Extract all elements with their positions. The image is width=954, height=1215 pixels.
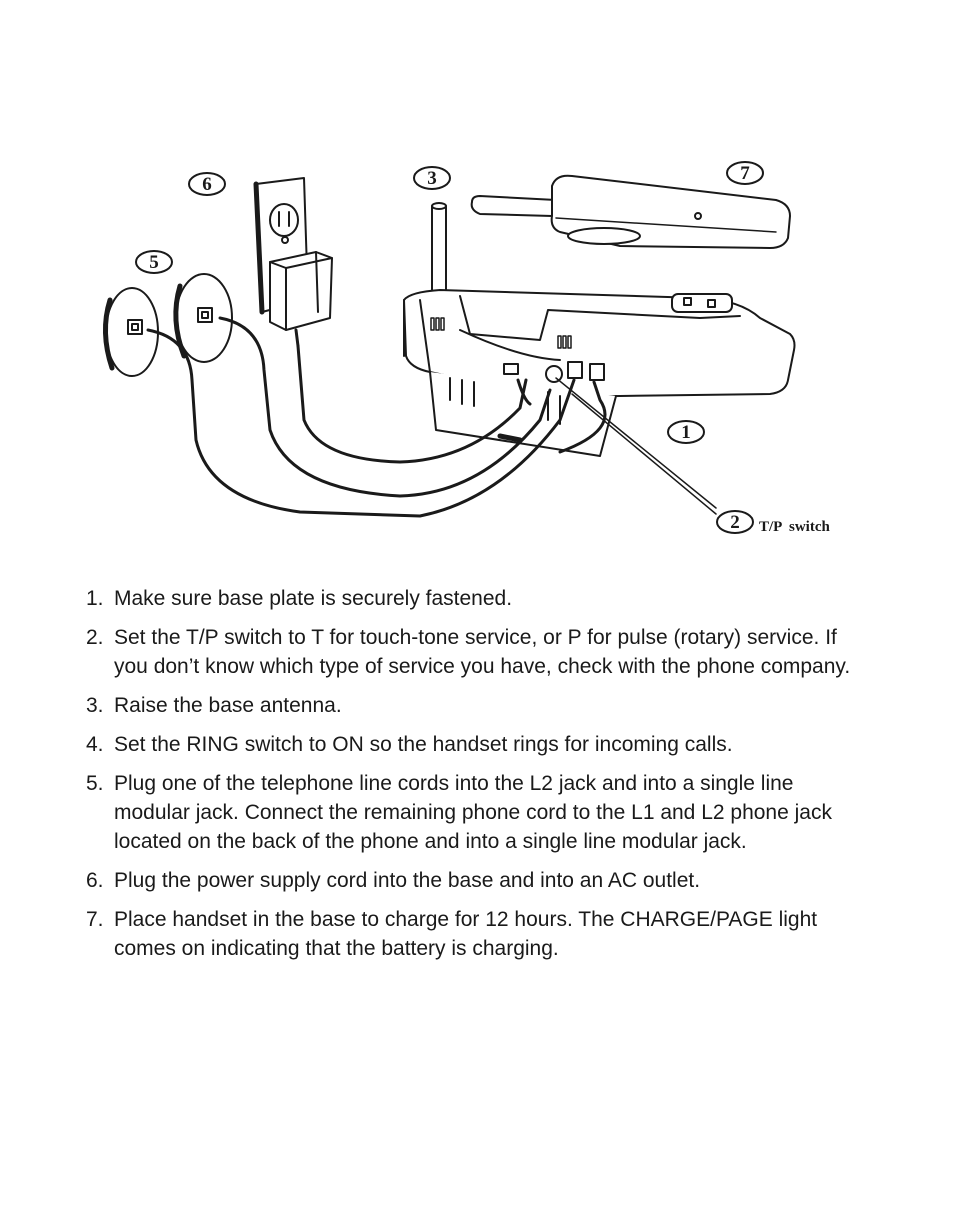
step-item: 6. Plug the power supply cord into the b… (86, 866, 866, 895)
callout-6-circle (188, 172, 226, 196)
step-item: 3. Raise the base antenna. (86, 691, 866, 720)
step-number: 6. (86, 869, 104, 892)
step-item: 7. Place handset in the base to charge f… (86, 905, 866, 963)
callout-2: 2 (730, 512, 740, 533)
step-text: Plug one of the telephone line cords int… (114, 772, 832, 853)
callout-5: 5 (149, 252, 159, 273)
callout-7-circle (726, 161, 764, 185)
installation-diagram: 6 5 3 7 1 2 T/P switch (102, 161, 830, 535)
step-item: 4. Set the RING switch to ON so the hand… (86, 730, 866, 759)
step-text: Set the RING switch to ON so the handset… (114, 733, 733, 756)
step-number: 7. (86, 908, 104, 931)
step-text: Make sure base plate is securely fastene… (114, 587, 513, 610)
phone-cords (146, 316, 607, 518)
callout-1-circle (667, 420, 705, 444)
power-adapter (269, 251, 333, 348)
step-text: Place handset in the base to charge for … (114, 908, 818, 960)
wall-jack-left (102, 287, 159, 377)
tp-switch-label: T/P switch (759, 519, 830, 535)
callout-3-circle (413, 166, 451, 190)
wall-jack-right (173, 273, 233, 363)
step-text: Plug the power supply cord into the base… (114, 869, 701, 892)
setup-steps-list: 1. Make sure base plate is securely fast… (86, 584, 866, 973)
step-number: 4. (86, 733, 104, 756)
callout-6: 6 (202, 174, 212, 195)
callout-leaders (555, 377, 717, 515)
step-number: 2. (86, 626, 104, 649)
callout-3: 3 (427, 168, 437, 189)
step-number: 1. (86, 587, 104, 610)
callout-2-circle (716, 510, 754, 534)
callout-7: 7 (740, 163, 750, 184)
step-text: Set the T/P switch to T for touch-tone s… (114, 626, 851, 678)
step-item: 1. Make sure base plate is securely fast… (86, 584, 866, 613)
callout-1: 1 (681, 422, 691, 443)
step-number: 3. (86, 694, 104, 717)
step-text: Raise the base antenna. (114, 694, 342, 717)
step-number: 5. (86, 772, 104, 795)
callout-5-circle (135, 250, 173, 274)
base-antenna (431, 202, 447, 297)
step-item: 5. Plug one of the telephone line cords … (86, 769, 866, 856)
step-item: 2. Set the T/P switch to T for touch-ton… (86, 623, 866, 681)
handset (470, 174, 791, 249)
